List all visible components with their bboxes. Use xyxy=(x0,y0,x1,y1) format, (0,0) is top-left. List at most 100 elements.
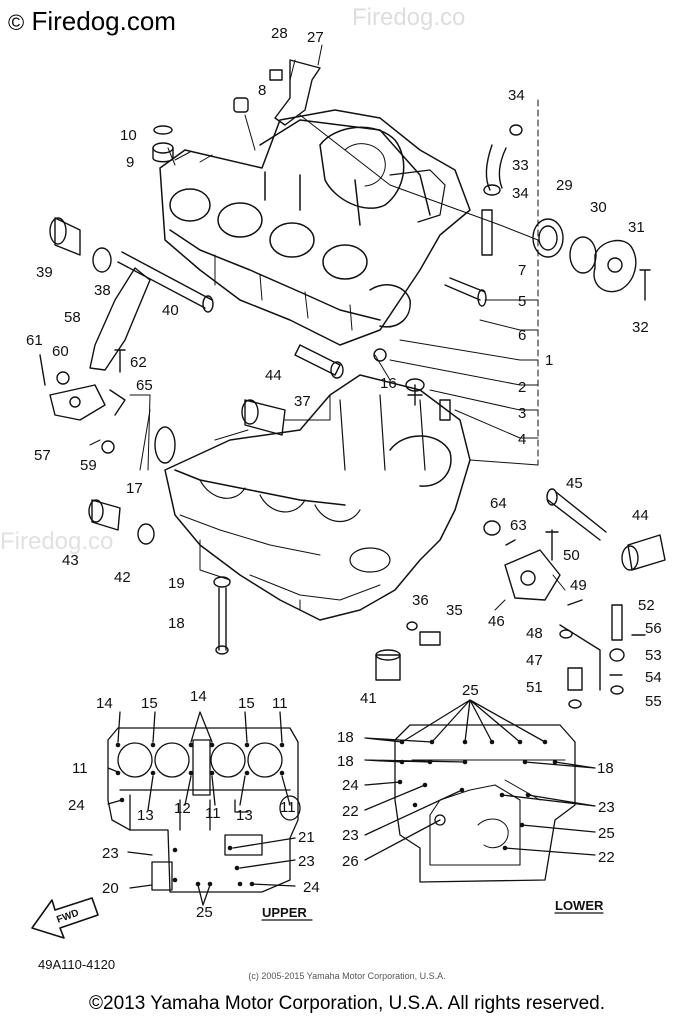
callout-59: 59 xyxy=(80,457,97,474)
callout-40: 40 xyxy=(162,302,179,319)
callout-15: 15 xyxy=(238,695,255,712)
callout-18: 18 xyxy=(168,615,185,632)
callout-35: 35 xyxy=(446,602,463,619)
watermark-firedog: © Firedog.com xyxy=(8,6,176,37)
callout-16: 16 xyxy=(380,375,397,392)
callout-19: 19 xyxy=(168,575,185,592)
callout-24: 24 xyxy=(342,777,359,794)
callout-15: 15 xyxy=(141,695,158,712)
callout-61: 61 xyxy=(26,332,43,349)
callout-34: 34 xyxy=(512,185,529,202)
callout-46: 46 xyxy=(488,613,505,630)
callout-34: 34 xyxy=(508,87,525,104)
upper-crankcase xyxy=(159,109,471,346)
callout-57: 57 xyxy=(34,447,51,464)
callout-1: 1 xyxy=(545,352,553,369)
callout-30: 30 xyxy=(590,199,607,216)
forward-arrow-icon: FWD xyxy=(31,897,99,939)
callout-23: 23 xyxy=(342,827,359,844)
callout-23: 23 xyxy=(598,799,615,816)
callout-56: 56 xyxy=(645,620,662,637)
callout-58: 58 xyxy=(64,309,81,326)
callout-18: 18 xyxy=(337,729,354,746)
callout-28: 28 xyxy=(271,25,288,42)
callout-23: 23 xyxy=(102,845,119,862)
callout-38: 38 xyxy=(94,282,111,299)
upper-inset-drawing xyxy=(107,711,301,906)
callout-44: 44 xyxy=(632,507,649,524)
lower-label: LOWER xyxy=(555,898,604,913)
lower-crankcase xyxy=(164,374,471,621)
callout-63: 63 xyxy=(510,517,527,534)
callout-32: 32 xyxy=(632,319,649,336)
callout-52: 52 xyxy=(638,597,655,614)
callout-11: 11 xyxy=(272,695,288,712)
callout-17: 17 xyxy=(126,480,143,497)
callout-18: 18 xyxy=(597,760,614,777)
callout-31: 31 xyxy=(628,219,645,236)
watermark-repeat: Firedog.co xyxy=(0,528,114,555)
callout-64: 64 xyxy=(490,495,507,512)
callout-49: 49 xyxy=(570,577,587,594)
callout-27: 27 xyxy=(307,29,324,46)
callout-labels: 28 27 8 10 9 34 33 34 29 30 31 32 7 5 6 … xyxy=(26,25,662,921)
lower-inset-drawing xyxy=(364,699,596,883)
small-parts xyxy=(39,59,666,709)
callout-36: 36 xyxy=(412,592,429,609)
callout-24: 24 xyxy=(303,879,320,896)
copyright-notice: ©2013 Yamaha Motor Corporation, U.S.A. A… xyxy=(89,993,605,1014)
callout-9: 9 xyxy=(126,154,134,171)
callout-22: 22 xyxy=(598,849,615,866)
callout-14: 14 xyxy=(96,695,113,712)
upper-label: UPPER xyxy=(262,905,307,920)
copyright-symbol-icon: © xyxy=(8,10,25,35)
callout-23: 23 xyxy=(298,853,315,870)
callout-25: 25 xyxy=(196,904,213,921)
callout-13: 13 xyxy=(137,807,154,824)
callout-62: 62 xyxy=(130,354,147,371)
callout-18: 18 xyxy=(337,753,354,770)
callout-7: 7 xyxy=(518,262,526,279)
copyright-small: (c) 2005-2015 Yamaha Motor Corporation, … xyxy=(248,971,446,981)
callout-42: 42 xyxy=(114,569,131,586)
callout-3: 3 xyxy=(518,405,526,422)
callout-47: 47 xyxy=(526,652,543,669)
callout-11: 11 xyxy=(280,799,296,816)
callout-10: 10 xyxy=(120,127,137,144)
callout-25: 25 xyxy=(598,825,615,842)
callout-25: 25 xyxy=(462,682,479,699)
callout-24: 24 xyxy=(68,797,85,814)
callout-4: 4 xyxy=(518,431,526,448)
callout-48: 48 xyxy=(526,625,543,642)
callout-43: 43 xyxy=(62,552,79,569)
callout-29: 29 xyxy=(556,177,573,194)
callout-54: 54 xyxy=(645,669,662,686)
part-code: 49A110-4120 xyxy=(38,957,116,972)
callout-60: 60 xyxy=(52,343,69,360)
callout-41: 41 xyxy=(360,690,377,707)
callout-11: 11 xyxy=(205,805,221,822)
callout-2: 2 xyxy=(518,379,526,396)
callout-5: 5 xyxy=(518,293,526,310)
callout-45: 45 xyxy=(566,475,583,492)
callout-26: 26 xyxy=(342,853,359,870)
callout-21: 21 xyxy=(298,829,315,846)
callout-6: 6 xyxy=(518,327,526,344)
callout-22: 22 xyxy=(342,803,359,820)
watermark-repeat: Firedog.co xyxy=(352,4,466,31)
callout-50: 50 xyxy=(563,547,580,564)
callout-55: 55 xyxy=(645,693,662,710)
callout-37: 37 xyxy=(294,393,311,410)
callout-12: 12 xyxy=(174,800,191,817)
callout-14: 14 xyxy=(190,688,207,705)
callout-51: 51 xyxy=(526,679,543,696)
callout-44: 44 xyxy=(265,367,282,384)
callout-11: 11 xyxy=(72,760,88,777)
callout-33: 33 xyxy=(512,157,529,174)
callout-20: 20 xyxy=(102,880,119,897)
watermark-text: Firedog.com xyxy=(31,6,176,36)
callout-65: 65 xyxy=(136,377,153,394)
callout-53: 53 xyxy=(645,647,662,664)
